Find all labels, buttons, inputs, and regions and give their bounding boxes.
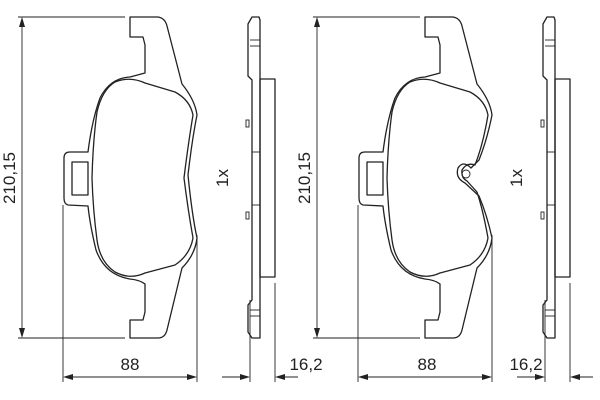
width-dimension-label: 88 (418, 355, 437, 374)
height-dimension-label: 210,15 (295, 152, 314, 204)
brake-pad-drawing-1: 210,15 88 1x (0, 16, 299, 383)
backing-plate-outline (63, 16, 198, 339)
brake-pad-drawing-2: 210,15 88 1x (295, 16, 594, 383)
mounting-tab-slot (366, 161, 384, 196)
thickness-dimension-label: 16,2 (509, 355, 542, 374)
quantity-label: 1x (507, 169, 526, 187)
dimension-lines (312, 16, 594, 383)
quantity-label: 1x (213, 169, 232, 187)
thickness-dimension-label: 16,2 (289, 355, 322, 374)
width-dimension-label: 88 (121, 355, 140, 374)
wear-sensor-notch (461, 169, 471, 179)
friction-material-outline (386, 78, 489, 277)
height-dimension-label: 210,15 (0, 152, 19, 204)
mounting-tab-slot (71, 161, 89, 196)
friction-material-outline (91, 78, 194, 277)
backing-plate-outline (358, 16, 493, 339)
dimension-lines (17, 16, 299, 383)
